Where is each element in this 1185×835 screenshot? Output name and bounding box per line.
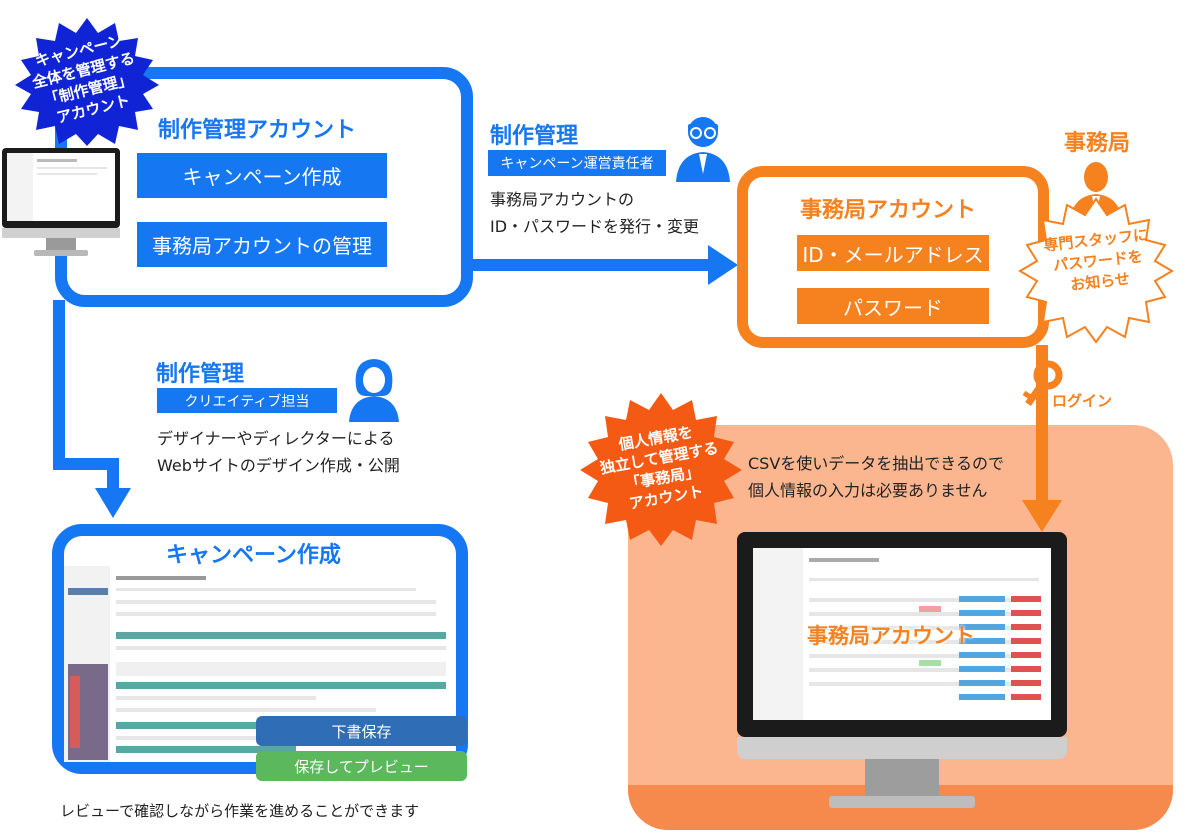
personal-starburst [580,393,742,546]
arrow-to-campaign-elbow [53,458,119,470]
arrow-to-campaign-shaft [53,300,65,470]
manager-description: 事務局アカウントの ID・パスワードを発行・変更 [490,190,700,236]
personal-description: CSVを使いデータを抽出できるので 個人情報の入力は必要ありません [748,454,1004,500]
save-draft-button[interactable]: 下書保存 [256,716,467,746]
password-field[interactable]: パスワード [797,288,989,324]
manager-role-tag: キャンペーン運営責任者 [488,150,666,176]
office-monitor: 事務局アカウント [737,532,1067,812]
creative-person-icon [349,359,399,422]
id-email-field[interactable]: ID・メールアドレス [797,235,989,271]
office-label: 事務局 [1064,131,1131,156]
creative-role-tag: クリエイティブ担当 [157,388,337,413]
campaign-panel-title: キャンペーン作成 [166,543,341,568]
manager-person-icon [676,117,730,182]
manager-title: 制作管理 [490,124,579,149]
production-account-title: 制作管理アカウント [158,118,357,143]
office-starburst-text: 専門スタッフに パスワードを お知らせ [1042,225,1149,294]
office-account-title: 事務局アカウント [800,198,977,223]
campaign-create-button[interactable]: キャンペーン作成 [137,153,387,198]
campaign-caption: レビューで確認しながら作業を進めることができます [60,802,420,820]
small-monitor-icon [2,148,120,258]
login-label: ログイン [1052,392,1113,410]
office-account-manage-button[interactable]: 事務局アカウントの管理 [137,222,387,267]
creative-description: デザイナーやディレクターによる Webサイトのデザイン作成・公開 [157,429,400,475]
arrow-to-campaign-head [95,488,131,518]
arrow-login-head [1022,500,1062,532]
arrow-to-office-head [708,245,738,285]
save-preview-button[interactable]: 保存してプレビュー [256,751,467,781]
production-starburst [15,18,159,146]
arrow-to-office-shaft [468,259,713,271]
key-icon [1022,360,1063,407]
creative-title: 制作管理 [156,362,245,387]
monitor-account-label: 事務局アカウント [807,624,975,648]
office-starburst [1018,197,1174,344]
